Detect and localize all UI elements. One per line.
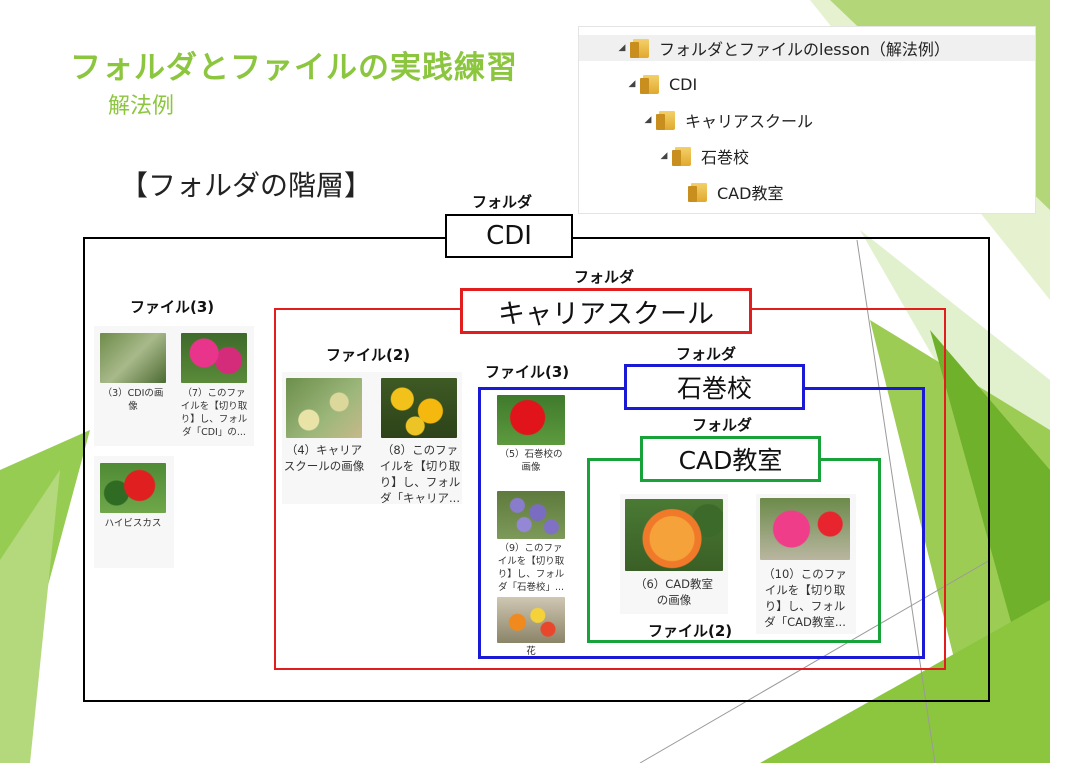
- tree-row-label: CDI: [669, 74, 698, 94]
- file-thumb-9[interactable]: [497, 491, 565, 539]
- file-thumb-hibiscus[interactable]: [100, 463, 166, 513]
- expand-triangle-icon[interactable]: ◢: [628, 79, 636, 89]
- page-title: フォルダとファイルの実践練習: [70, 50, 518, 86]
- cdi-folder-caption: フォルダ: [472, 193, 533, 211]
- page-subtitle: 解法例: [108, 94, 175, 119]
- tree-row-label: キャリアスクール: [685, 112, 814, 131]
- career-folder-caption: フォルダ: [574, 268, 635, 286]
- cdi-files-caption: ファイル(3): [130, 298, 215, 316]
- expand-triangle-icon[interactable]: ◢: [618, 43, 626, 53]
- file-thumb-6[interactable]: [625, 499, 723, 571]
- folder-icon: [630, 38, 649, 58]
- file-thumb-5[interactable]: [497, 395, 565, 445]
- career-files-caption: ファイル(2): [326, 346, 411, 364]
- file-thumb-3[interactable]: [100, 333, 166, 383]
- folder-icon: [672, 146, 691, 166]
- cdi-folder-label: CDI: [445, 214, 573, 258]
- expand-triangle-icon[interactable]: ◢: [660, 151, 668, 161]
- file-caption-10: （10）このファ イルを【切り取 り】し、フォル ダ「CAD教室...: [763, 567, 847, 629]
- folder-icon: [688, 182, 707, 202]
- tree-row-cad[interactable]: CAD教室: [688, 179, 784, 205]
- file-caption-5: （5）石巻校の 画像: [499, 449, 563, 473]
- cad-files-caption: ファイル(2): [648, 622, 733, 640]
- tree-row-label: フォルダとファイルのlesson（解法例）: [659, 40, 950, 59]
- file-thumb-7[interactable]: [181, 333, 247, 383]
- file-caption-4: （4）キャリア スクールの画像: [283, 443, 365, 473]
- folder-icon: [656, 110, 675, 130]
- cad-folder-label: CAD教室: [640, 436, 821, 482]
- folder-icon: [640, 74, 659, 94]
- file-caption-3: （3）CDIの画 像: [102, 388, 164, 412]
- expand-triangle-icon[interactable]: ◢: [644, 115, 652, 125]
- ishinomaki-folder-caption: フォルダ: [676, 345, 737, 363]
- file-thumb-8[interactable]: [381, 378, 457, 438]
- section-heading: 【フォルダの階層】: [120, 169, 373, 202]
- file-caption-6: （6）CAD教室 の画像: [634, 577, 714, 607]
- file-caption-9: （9）このファ イルを【切り取 り】し、フォル ダ「石巻校」...: [497, 543, 565, 593]
- career-folder-label: キャリアスクール: [460, 288, 752, 334]
- ishinomaki-folder-label: 石巻校: [624, 364, 805, 410]
- folder-tree-view: ◢ フォルダとファイルのlesson（解法例） ◢ CDI ◢ キャリアスクール…: [578, 26, 1036, 214]
- tree-row-lesson[interactable]: ◢ フォルダとファイルのlesson（解法例）: [579, 35, 1035, 61]
- file-caption-7: （7）このファ イルを【切り取 り】し、フォル ダ「CDI」の...: [180, 388, 248, 438]
- file-caption-8: （8）このファ イルを【切り取 り】し、フォル ダ「キャリア...: [379, 443, 461, 505]
- ishinomaki-files-caption: ファイル(3): [485, 363, 570, 381]
- tree-row-ishinomaki[interactable]: ◢ 石巻校: [659, 143, 749, 169]
- file-thumb-10[interactable]: [760, 498, 850, 560]
- file-thumb-4[interactable]: [286, 378, 362, 438]
- tree-row-label: 石巻校: [701, 148, 750, 167]
- tree-row-cdi[interactable]: ◢ CDI: [627, 71, 697, 97]
- cad-folder-caption: フォルダ: [692, 416, 753, 434]
- tree-row-career-school[interactable]: ◢ キャリアスクール: [643, 107, 813, 133]
- tree-row-label: CAD教室: [717, 184, 784, 203]
- file-thumb-hana[interactable]: [497, 597, 565, 643]
- file-caption-hana: 花: [526, 646, 536, 657]
- file-caption-hibiscus: ハイビスカス: [104, 518, 162, 529]
